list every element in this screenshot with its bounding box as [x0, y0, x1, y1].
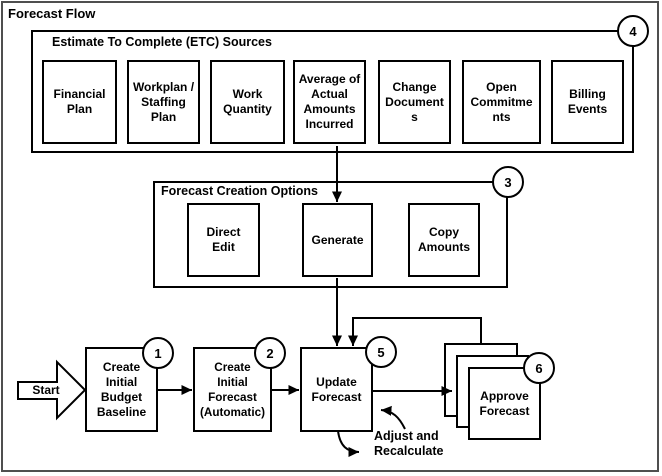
etc-sources-label: Estimate To Complete (ETC) Sources — [52, 35, 272, 49]
badge-step-5: 5 — [365, 336, 397, 368]
creation-options-label: Forecast Creation Options — [161, 184, 318, 198]
start-label: Start — [32, 383, 60, 397]
badge-step-6: 6 — [523, 352, 555, 384]
option-box-direct-edit: Direct Edit — [187, 203, 260, 277]
etc-box-work-quantity: Work Quantity — [210, 60, 285, 144]
step-box-update-forecast: Update Forecast — [300, 347, 373, 432]
badge-step-1: 1 — [142, 337, 174, 369]
etc-box-change-documents: Change Documents — [378, 60, 451, 144]
option-box-copy-amounts: Copy Amounts — [408, 203, 480, 277]
etc-box-average-actual-amounts: Average of Actual Amounts Incurred — [293, 60, 366, 144]
etc-box-open-commitments: Open Commitments — [462, 60, 541, 144]
badge-step-4: 4 — [617, 15, 649, 47]
badge-step-3: 3 — [492, 166, 524, 198]
etc-box-financial-plan: Financial Plan — [42, 60, 117, 144]
etc-box-workplan-staffing-plan: Workplan / Staffing Plan — [127, 60, 200, 144]
diagram-title: Forecast Flow — [8, 6, 96, 21]
option-box-generate: Generate — [302, 203, 373, 277]
badge-step-2: 2 — [254, 337, 286, 369]
adjust-recalculate-label: Adjust and Recalculate — [374, 429, 444, 458]
etc-box-billing-events: Billing Events — [551, 60, 624, 144]
